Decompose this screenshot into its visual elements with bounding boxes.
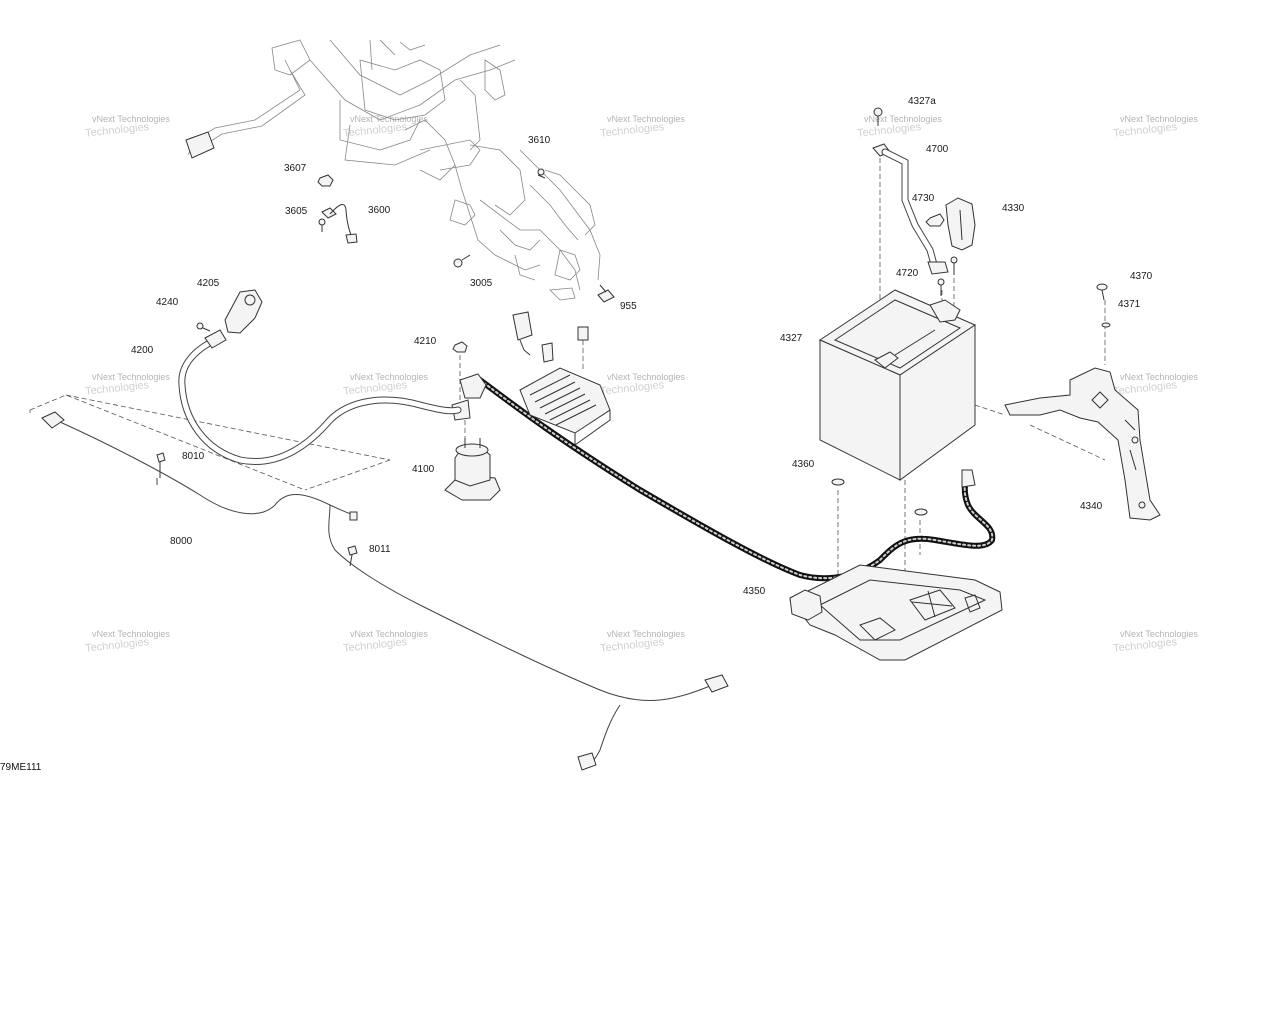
clip-8011-icon [347, 545, 358, 567]
callout-4200: 4200 [131, 345, 154, 356]
callout-8011: 8011 [369, 544, 391, 555]
starter-solenoid-4100-icon [444, 438, 501, 501]
svg-text:vNext Technologies: vNext Technologies [92, 114, 170, 124]
voltage-regulator-icon [519, 367, 611, 446]
bolt-4720-icon [937, 256, 958, 296]
diagram-code: 79ME111 [0, 762, 42, 773]
center-components [317, 168, 615, 501]
watermark-13: vNext Technologies Technologies [600, 629, 686, 655]
nut-3607-icon [317, 174, 334, 187]
callout-4240: 4240 [156, 297, 179, 308]
svg-text:vNext Technologies: vNext Technologies [92, 372, 170, 382]
left-cables [41, 289, 729, 771]
nut-4730-icon [925, 213, 945, 227]
callout-4330: 4330 [1002, 203, 1025, 214]
svg-text:vNext Technologies: vNext Technologies [864, 114, 942, 124]
watermark-10: vNext Technologies Technologies [1113, 372, 1199, 398]
svg-text:vNext Technologies: vNext Technologies [92, 629, 170, 639]
svg-text:vNext Technologies: vNext Technologies [350, 372, 428, 382]
positive-cable-harness [477, 377, 996, 582]
clip-955-icon [597, 284, 615, 303]
svg-text:vNext Technologies: vNext Technologies [1120, 114, 1198, 124]
watermark-5: vNext Technologies Technologies [1113, 114, 1199, 140]
callout-4700: 4700 [926, 144, 949, 155]
connectors-icon [512, 311, 589, 363]
callout-4327a: 4327a [908, 96, 936, 107]
callout-3610: 3610 [528, 135, 551, 146]
nut-4210-icon [452, 341, 468, 353]
washer-4360-icon [831, 478, 928, 516]
screw-4240-icon [196, 322, 211, 332]
callout-3605: 3605 [285, 206, 308, 217]
watermark-12: vNext Technologies Technologies [343, 629, 429, 655]
callout-3600: 3600 [368, 205, 391, 216]
callout-8000: 8000 [170, 536, 193, 547]
bolt-4327a-icon [873, 107, 883, 126]
watermark-11: vNext Technologies Technologies [85, 629, 171, 655]
watermark-7: vNext Technologies Technologies [343, 372, 429, 398]
bolt-3005-icon [453, 254, 471, 268]
callout-3005: 3005 [470, 278, 493, 289]
watermark-6: vNext Technologies Technologies [85, 372, 171, 398]
clip-8010-icon [156, 452, 166, 478]
callout-4720: 4720 [896, 268, 919, 279]
svg-text:vNext Technologies: vNext Technologies [1120, 629, 1198, 639]
bolt-3610-icon [537, 168, 546, 179]
callout-4205: 4205 [197, 278, 220, 289]
callout-3607: 3607 [284, 163, 307, 174]
watermark-8: vNext Technologies Technologies [600, 372, 686, 398]
callout-4730: 4730 [912, 193, 935, 204]
bolt-4370-icon [1096, 283, 1108, 301]
watermark-4: vNext Technologies Technologies [857, 114, 943, 140]
callout-4360: 4360 [792, 459, 815, 470]
washer-4371-icon [1101, 322, 1111, 328]
svg-text:vNext Technologies: vNext Technologies [1120, 372, 1198, 382]
terminal-cap-4330-icon [945, 197, 976, 251]
svg-text:vNext Technologies: vNext Technologies [607, 629, 685, 639]
part-callouts: 4327a 4700 4730 4330 4720 4370 4371 4327… [131, 96, 1153, 597]
terminal-cover-4205-icon [224, 289, 263, 334]
svg-text:vNext Technologies: vNext Technologies [607, 114, 685, 124]
callout-4340: 4340 [1080, 501, 1103, 512]
watermark-3: vNext Technologies Technologies [600, 114, 686, 140]
svg-text:vNext Technologies: vNext Technologies [350, 629, 428, 639]
callout-4350: 4350 [743, 586, 766, 597]
callout-4371: 4371 [1118, 299, 1141, 310]
wiring-harness-8000-icon [41, 411, 729, 771]
svg-text:vNext Technologies: vNext Technologies [350, 114, 428, 124]
cable-4200-icon [178, 329, 462, 466]
battery-4327-icon [818, 289, 977, 481]
battery-bracket-4340-icon [1004, 367, 1161, 521]
watermarks: vNext Technologies Technologies vNext Te… [85, 114, 1199, 655]
svg-text:vNext Technologies: vNext Technologies [607, 372, 685, 382]
ground-cable-4700-icon [872, 143, 949, 275]
chassis-frame-drawing [185, 39, 601, 301]
screw-3605-icon [318, 218, 326, 232]
callout-4100: 4100 [412, 464, 435, 475]
watermark-1: vNext Technologies Technologies [85, 114, 171, 140]
callout-8010: 8010 [182, 451, 205, 462]
battery-assembly [477, 107, 1161, 661]
battery-tray-4350-icon [789, 564, 1003, 661]
callout-4370: 4370 [1130, 271, 1153, 282]
callout-4327: 4327 [780, 333, 803, 344]
watermark-15: vNext Technologies Technologies [1113, 629, 1199, 655]
ground-strap-3600-icon [321, 204, 358, 244]
callout-955: 955 [620, 301, 637, 312]
callout-4210: 4210 [414, 336, 437, 347]
